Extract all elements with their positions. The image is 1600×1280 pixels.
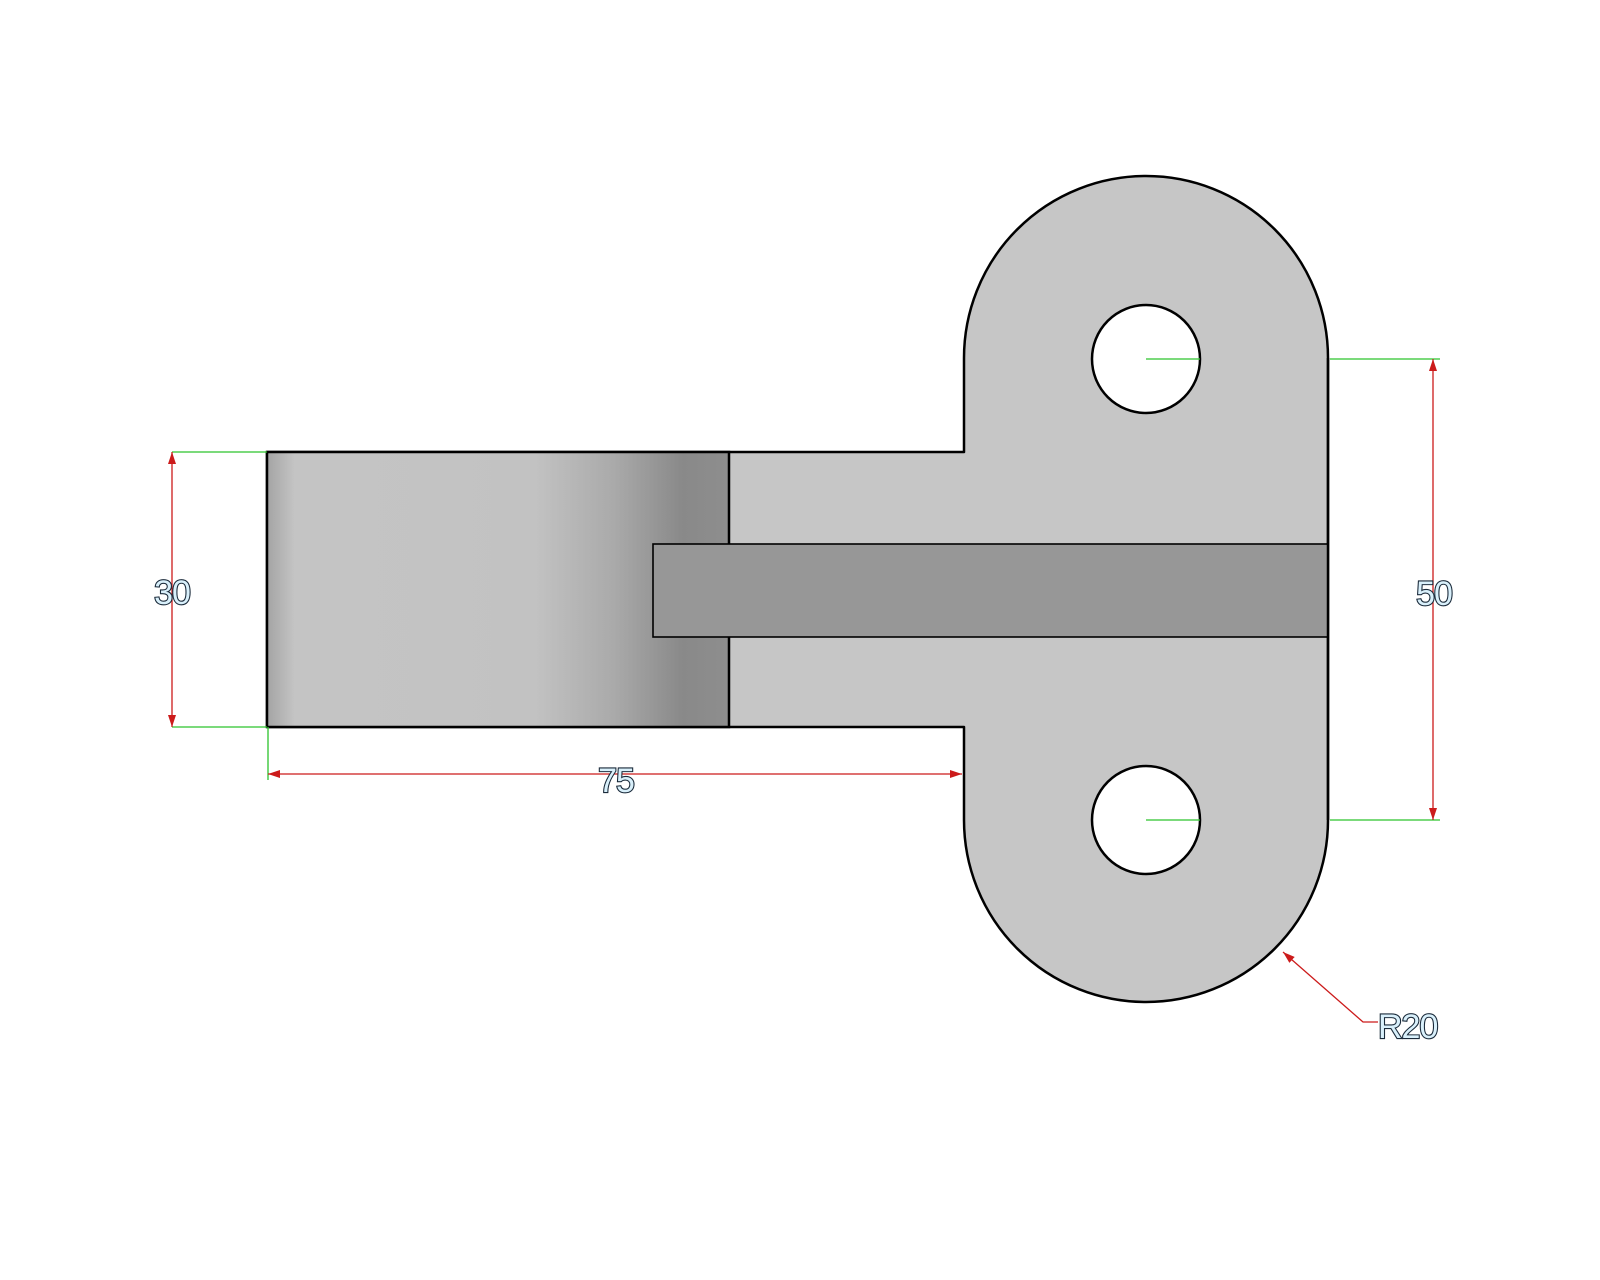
dimension-50: 50 (1330, 358, 1454, 821)
dimension-50-label: 50 (1416, 575, 1452, 613)
center-bar (652, 543, 1329, 638)
dimension-75-label: 75 (598, 762, 634, 800)
cylinder-boss (265, 450, 731, 729)
dimension-75: 75 (267, 727, 962, 801)
dimension-30: 30 (153, 451, 267, 728)
dimension-r20: R20 (1282, 951, 1440, 1047)
dimension-r20-label: R20 (1378, 1008, 1437, 1046)
dimension-30-label: 30 (154, 574, 190, 612)
